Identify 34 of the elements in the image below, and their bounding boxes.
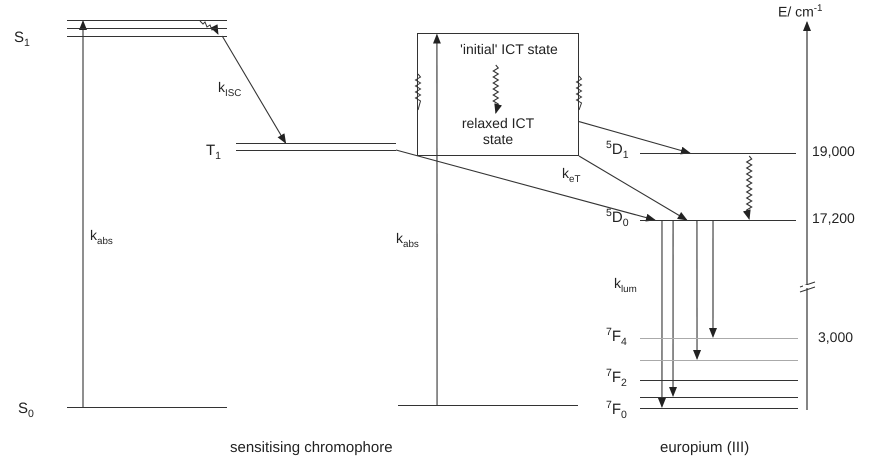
wavy-arrow — [742, 156, 753, 220]
arrow — [578, 121, 691, 154]
energy-value: 3,000 — [818, 330, 854, 346]
level-label: $^{7}$F$_{4}$ — [606, 327, 627, 349]
axis-title: E/ cm$^{-1}$ — [778, 4, 822, 20]
arrow — [79, 20, 87, 407]
wavy-arrow — [492, 64, 502, 114]
arrow — [709, 221, 717, 338]
arrow — [396, 149, 656, 222]
level-label: S$_{1}$ — [14, 30, 30, 50]
arrow — [669, 221, 678, 397]
panel-caption: sensitising chromophore — [230, 440, 393, 456]
rate-label: k$_{lum}$ — [614, 276, 637, 296]
energy-value: 17,200 — [812, 211, 855, 226]
arrow — [432, 34, 441, 405]
energy-value: 19,000 — [812, 144, 855, 160]
state-label: relaxed ICT state — [453, 115, 543, 153]
level-label: $^{5}$D$_{1}$ — [606, 140, 629, 162]
level-label: $^{7}$F$_{2}$ — [606, 368, 627, 390]
rate-label: k$_{abs}$ — [90, 228, 113, 248]
panel-caption: europium (III) — [660, 440, 750, 456]
state-box — [417, 33, 579, 156]
level-label: S$_{0}$ — [18, 401, 34, 421]
level-label: $^{7}$F$_{0}$ — [606, 400, 627, 422]
level-label: T$_{1}$ — [206, 143, 222, 163]
arrow — [658, 221, 666, 408]
arrow — [578, 156, 688, 220]
arrow — [222, 36, 286, 144]
state-label: 'initial' ICT state — [441, 41, 577, 63]
rate-label: k$_{eT}$ — [562, 166, 580, 186]
arrow — [693, 221, 702, 360]
rate-label: k$_{abs}$ — [396, 231, 419, 251]
rate-label: k$_{ISC}$ — [218, 80, 242, 100]
level-label: $^{5}$D$_{0}$ — [606, 208, 629, 230]
